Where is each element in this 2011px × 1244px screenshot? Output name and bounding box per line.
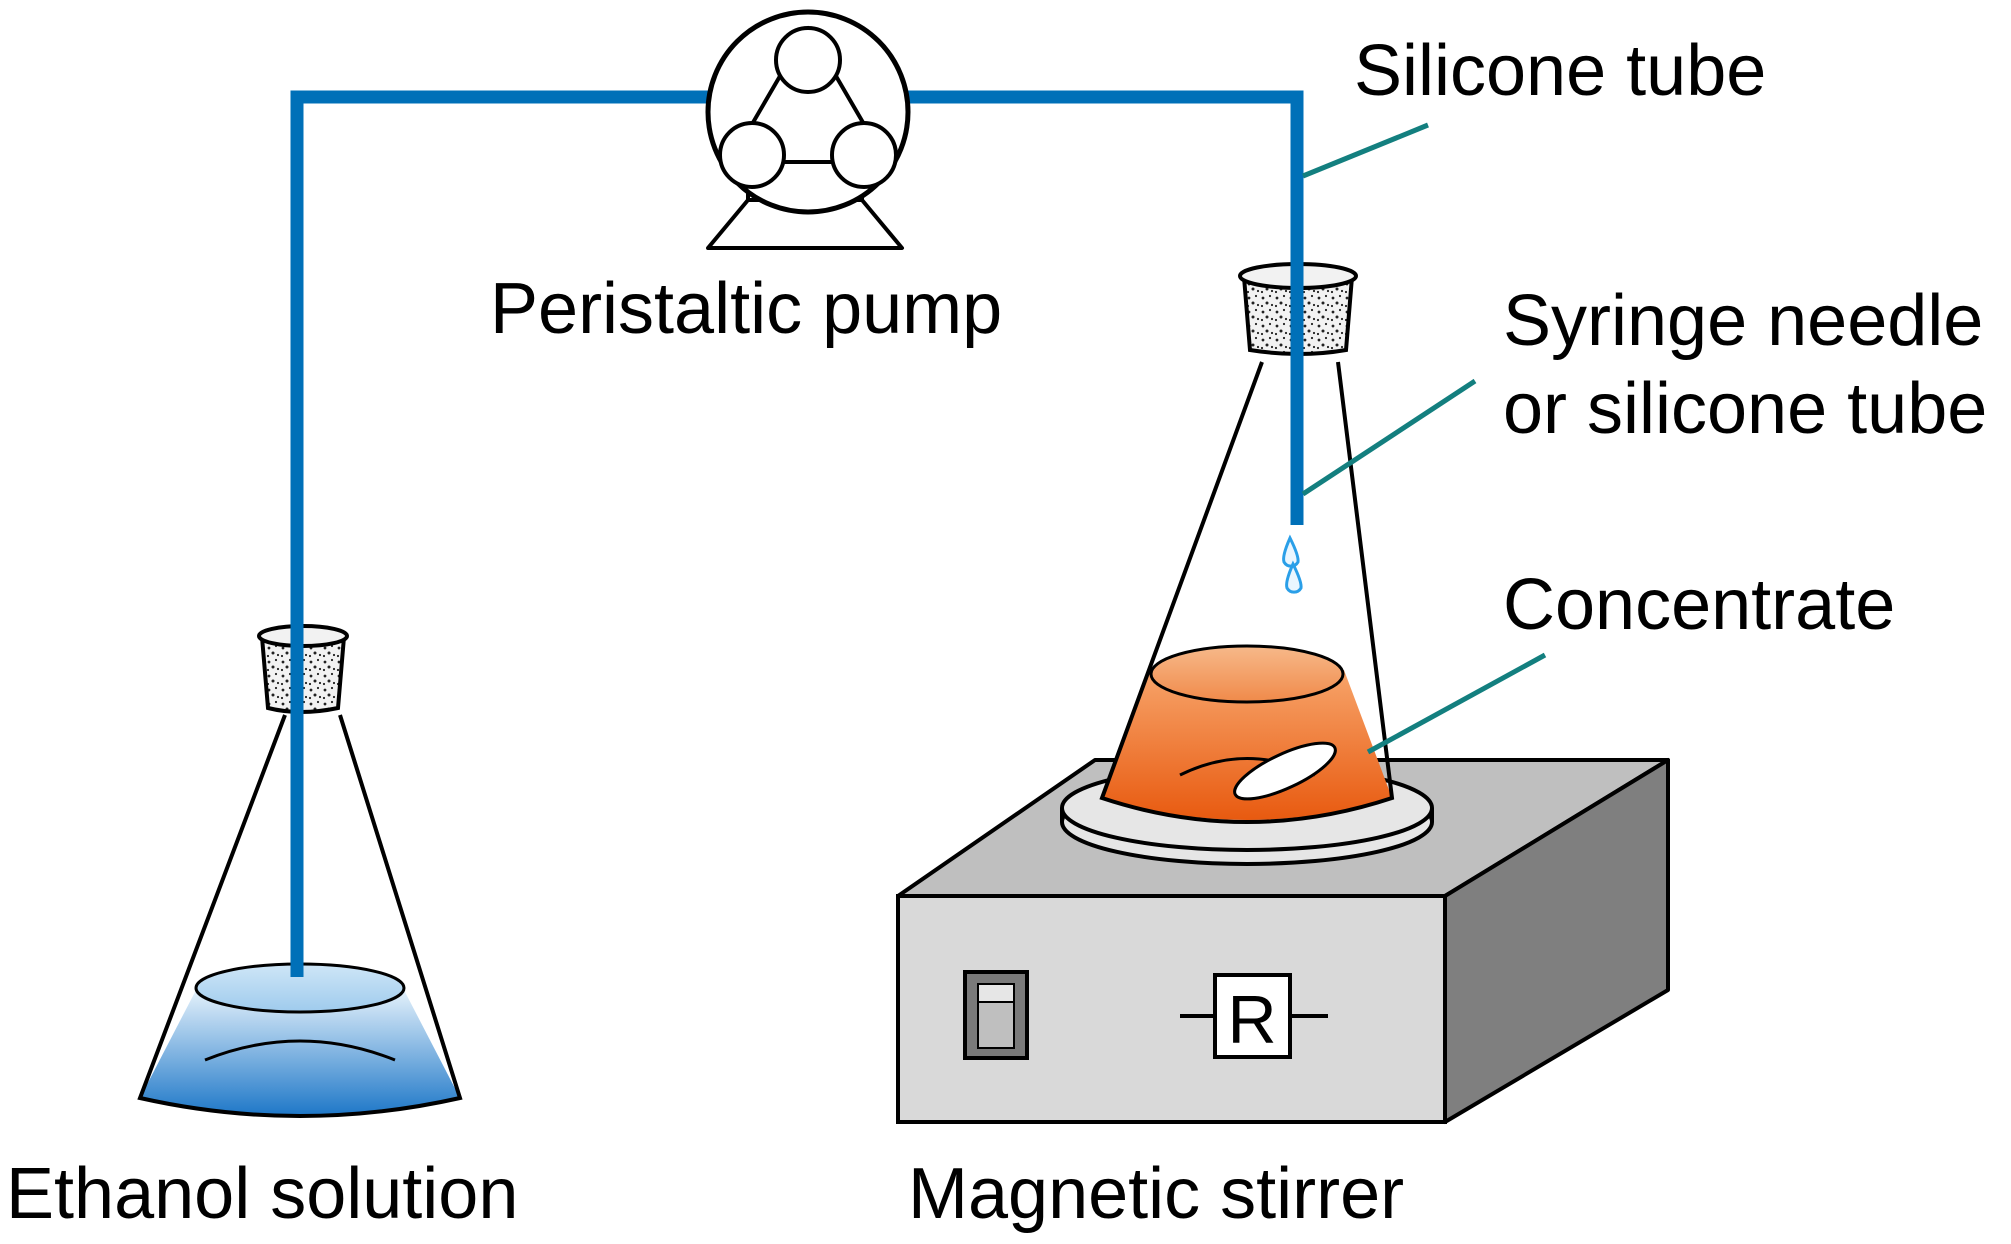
peristaltic-pump-label: Peristaltic pump (490, 269, 1003, 349)
concentrate-leader (1366, 652, 1547, 755)
syringe-needle-leader (1301, 378, 1477, 497)
silicone-tube-label: Silicone tube (1354, 31, 1767, 111)
speed-control-icon: R (1180, 973, 1328, 1059)
magnetic-stirrer-label: Magnetic stirrer (908, 1154, 1405, 1234)
power-switch-icon (963, 970, 1029, 1060)
right-flask-icon (1099, 262, 1395, 824)
syringe-needle-label-line1: Syringe needle (1503, 281, 1984, 361)
leader-lines (1301, 122, 1547, 755)
ethanol-liquid (140, 990, 460, 1115)
concentrate-liquid (1102, 670, 1392, 820)
speed-control-letter: R (1227, 982, 1276, 1058)
silicone-tubing (290, 90, 1304, 977)
concentrate-label: Concentrate (1503, 565, 1896, 645)
stir-bar (1233, 741, 1337, 801)
droplet-icon (1282, 534, 1303, 594)
concentrate-surface (1149, 644, 1345, 704)
syringe-needle-label-line2: or silicone tube (1503, 369, 1988, 449)
ethanol-solution-label: Ethanol solution (6, 1154, 519, 1234)
silicone-tube-leader (1302, 122, 1429, 179)
peristaltic-pump-icon (705, 9, 911, 250)
